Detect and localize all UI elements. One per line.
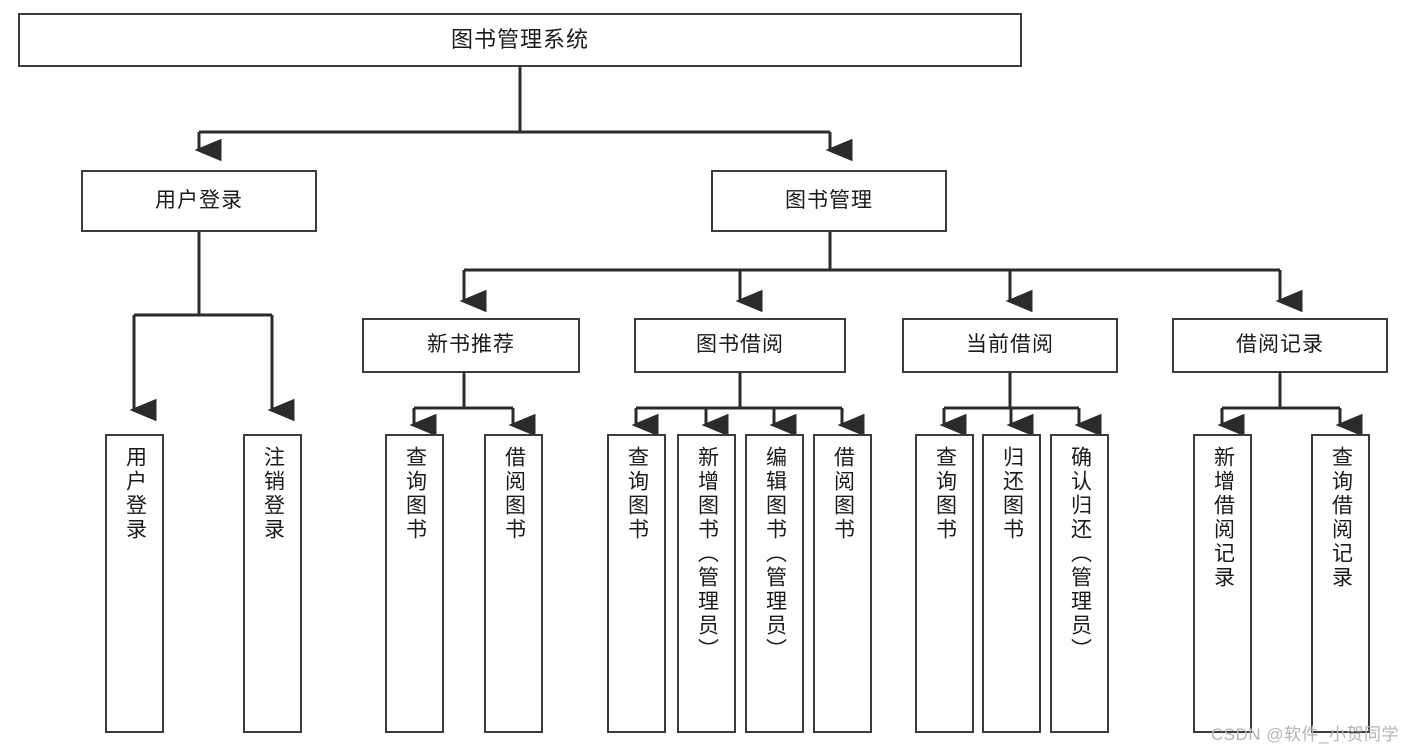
node-leaf-user-login[interactable]: 用户登录 [105, 434, 164, 733]
node-leaf-add-record[interactable]: 新增借阅记录 [1193, 434, 1252, 733]
node-leaf-borrow-book-2-label: 借阅图书 [831, 446, 855, 542]
node-new-book-recommend[interactable]: 新书推荐 [362, 318, 580, 373]
node-leaf-confirm-return-label: 确认归还（管理员） [1068, 446, 1092, 662]
node-leaf-query-book-2-label: 查询图书 [625, 446, 649, 542]
node-leaf-query-record-label: 查询借阅记录 [1329, 446, 1353, 590]
node-leaf-borrow-book-1[interactable]: 借阅图书 [484, 434, 543, 733]
node-leaf-return-book-label: 归还图书 [1000, 446, 1024, 542]
node-book-borrow-label: 图书借阅 [696, 333, 784, 357]
node-leaf-edit-book[interactable]: 编辑图书（管理员） [745, 434, 804, 733]
node-leaf-add-book-label: 新增图书（管理员） [695, 446, 719, 662]
node-borrow-record[interactable]: 借阅记录 [1172, 318, 1388, 373]
node-leaf-borrow-book-2[interactable]: 借阅图书 [813, 434, 872, 733]
node-leaf-return-book[interactable]: 归还图书 [982, 434, 1041, 733]
node-root-label: 图书管理系统 [450, 27, 589, 53]
node-leaf-query-book-1[interactable]: 查询图书 [385, 434, 444, 733]
node-leaf-logout-label: 注销登录 [261, 446, 285, 542]
node-user-login[interactable]: 用户登录 [81, 170, 317, 232]
node-root[interactable]: 图书管理系统 [18, 13, 1022, 67]
node-new-book-recommend-label: 新书推荐 [427, 333, 515, 357]
node-leaf-borrow-book-1-label: 借阅图书 [502, 446, 526, 542]
node-leaf-query-record[interactable]: 查询借阅记录 [1311, 434, 1370, 733]
node-book-borrow[interactable]: 图书借阅 [634, 318, 846, 373]
node-leaf-add-book[interactable]: 新增图书（管理员） [677, 434, 736, 733]
node-leaf-add-record-label: 新增借阅记录 [1211, 446, 1235, 590]
node-leaf-logout[interactable]: 注销登录 [243, 434, 302, 733]
node-user-login-label: 用户登录 [155, 188, 243, 212]
node-leaf-query-book-2[interactable]: 查询图书 [607, 434, 666, 733]
node-leaf-confirm-return[interactable]: 确认归还（管理员） [1050, 434, 1109, 733]
node-book-management[interactable]: 图书管理 [711, 170, 947, 232]
node-leaf-query-book-3[interactable]: 查询图书 [915, 434, 974, 733]
node-book-management-label: 图书管理 [785, 188, 873, 212]
node-leaf-query-book-3-label: 查询图书 [933, 446, 957, 542]
node-borrow-record-label: 借阅记录 [1236, 333, 1324, 357]
node-leaf-query-book-1-label: 查询图书 [403, 446, 427, 542]
node-leaf-user-login-label: 用户登录 [123, 446, 147, 542]
node-current-borrow[interactable]: 当前借阅 [902, 318, 1118, 373]
node-leaf-edit-book-label: 编辑图书（管理员） [763, 446, 787, 662]
node-current-borrow-label: 当前借阅 [966, 333, 1054, 357]
